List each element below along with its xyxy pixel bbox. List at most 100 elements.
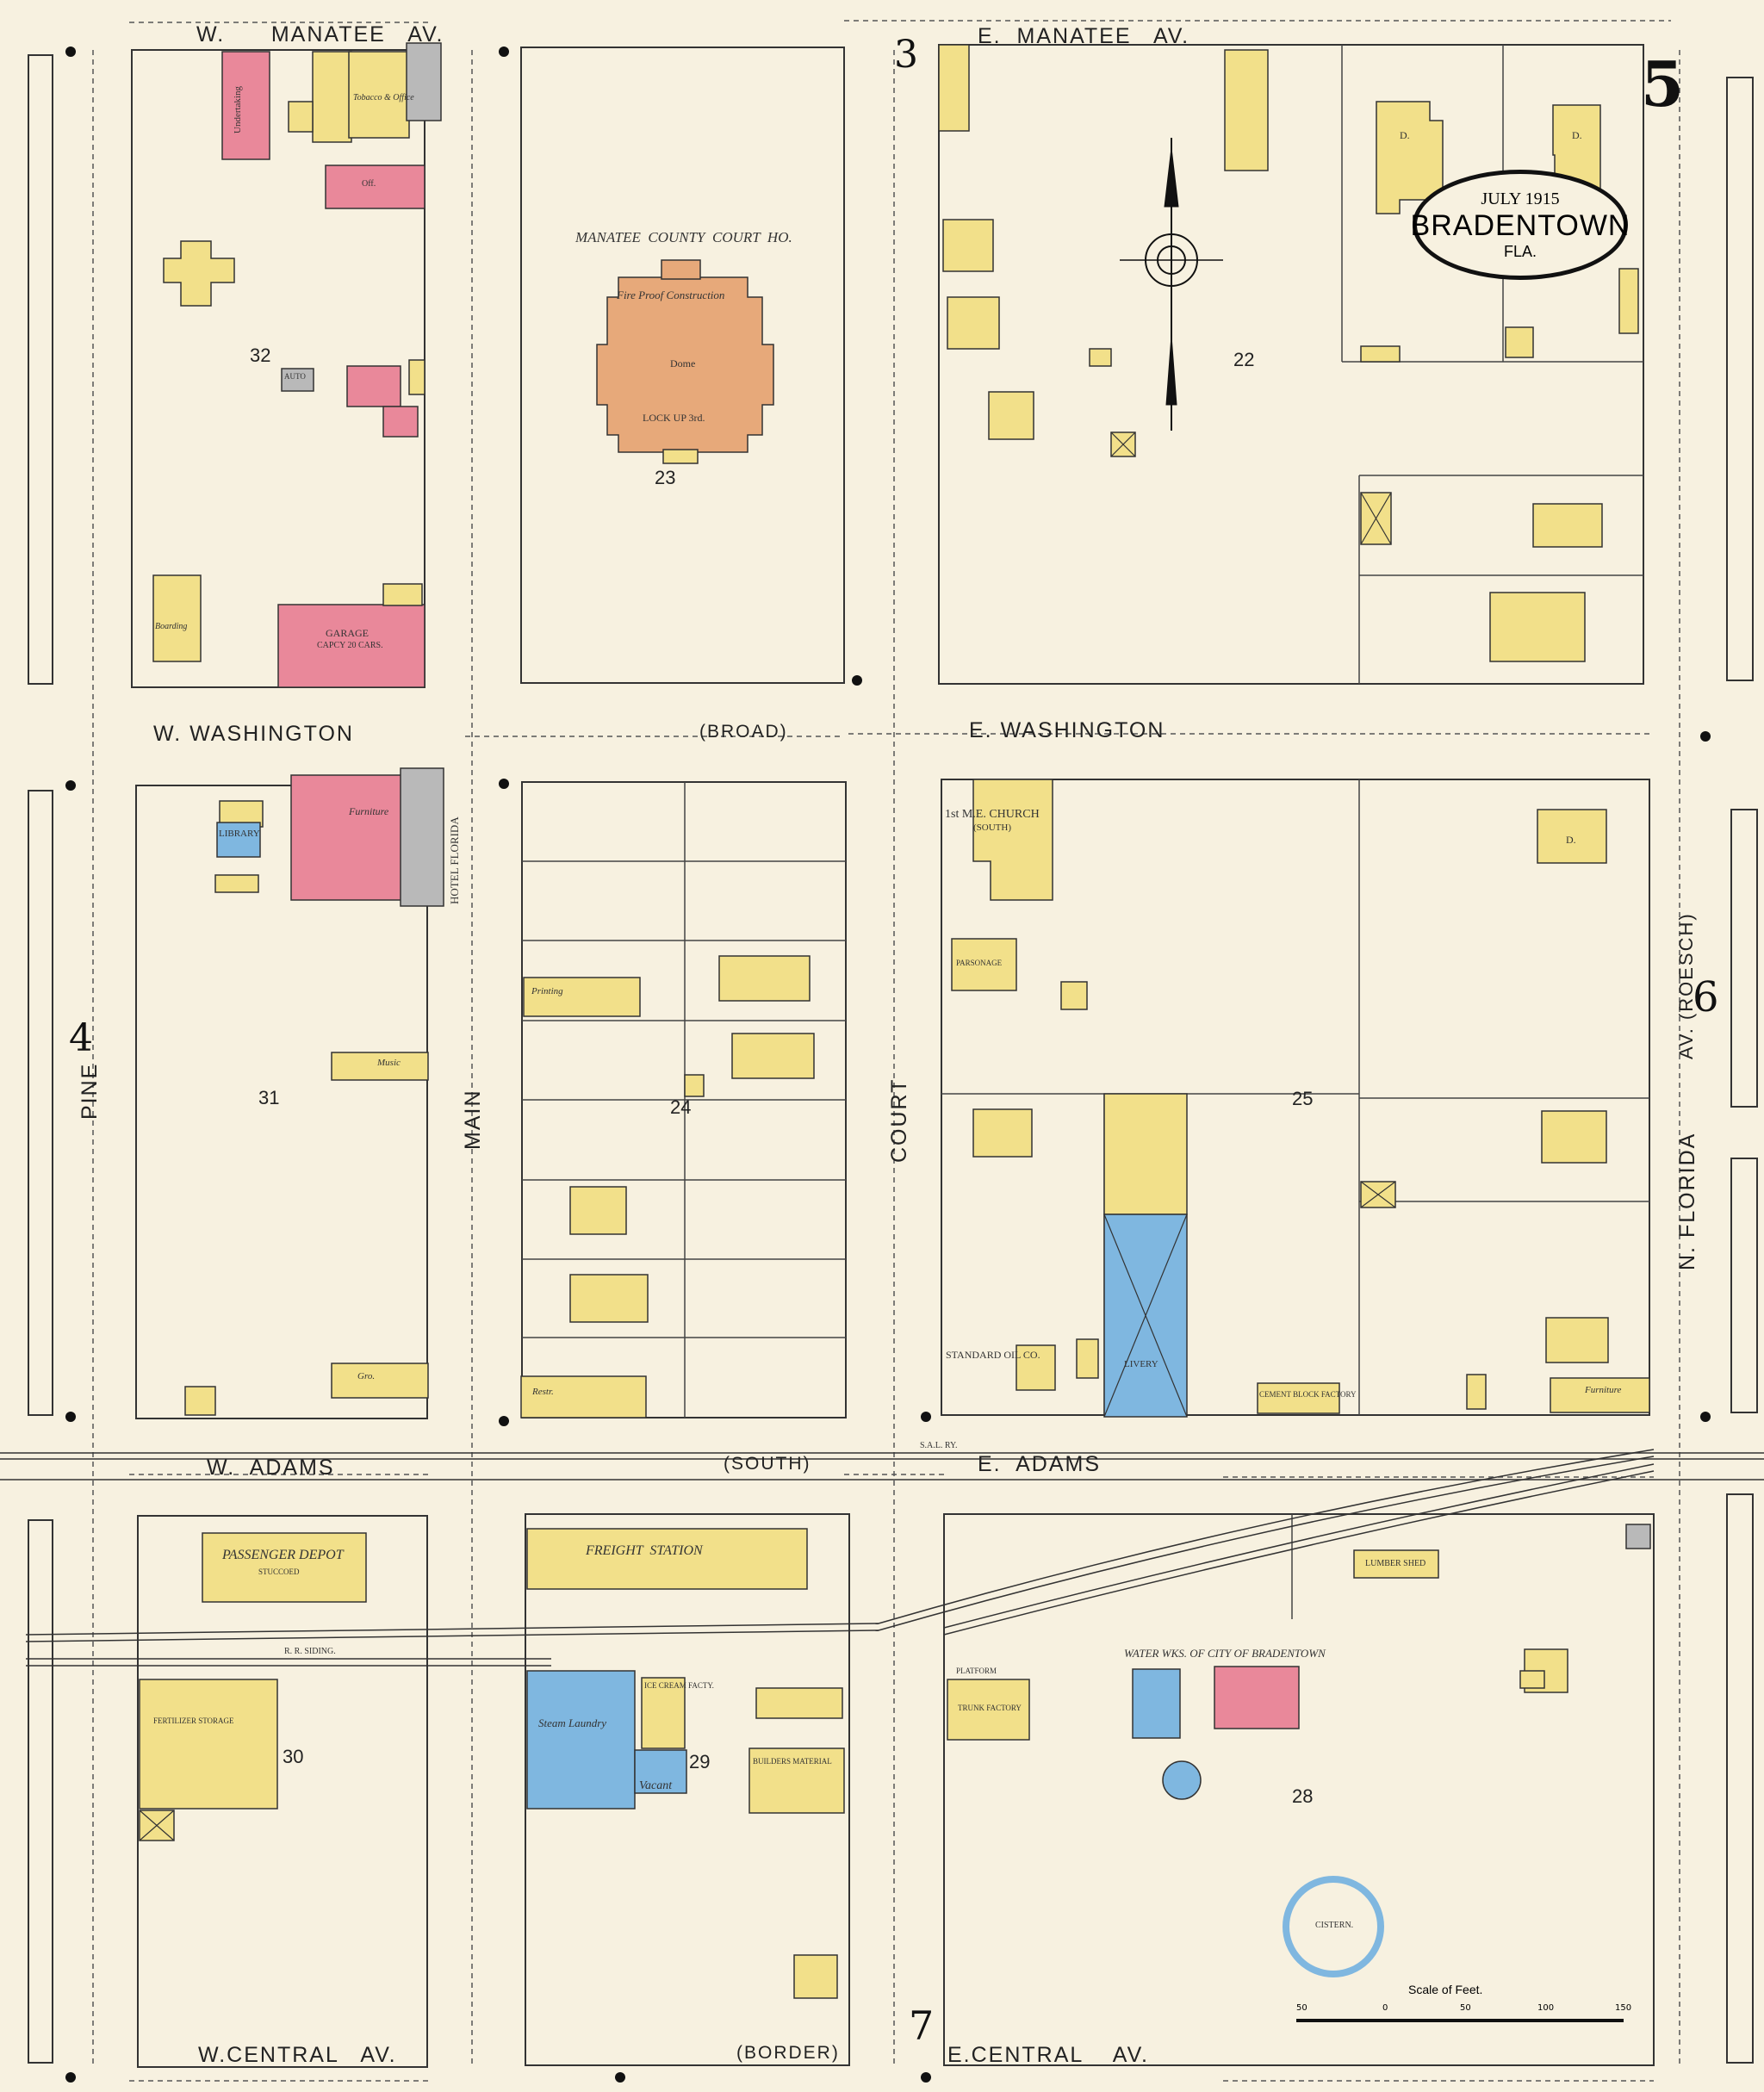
street-roesch: AV. (ROESCH)	[1675, 912, 1697, 1059]
scale-line	[1296, 2019, 1624, 2022]
label-garage: GARAGE	[326, 627, 369, 639]
sheet-number: 5	[1641, 47, 1685, 121]
auto-shed-32	[281, 368, 314, 392]
scale-tick-1: 50	[1296, 2003, 1307, 2013]
iron-clad-building-1	[755, 1687, 843, 1719]
label-water-works: WATER WKS. OF CITY OF BRADENTOWN	[1124, 1647, 1326, 1660]
label-courthouse-dome: Dome	[670, 357, 696, 369]
dwelling-22-c	[988, 391, 1034, 440]
label-cistern: CISTERN.	[1315, 1921, 1354, 1930]
auto-shed-22	[1505, 326, 1534, 358]
block-31-buildings	[184, 767, 444, 1416]
standard-oil-building	[1016, 1344, 1056, 1391]
off-building-1	[325, 165, 425, 209]
block-28-outline	[943, 1513, 1655, 2066]
label-cement-block: CEMENT BLOCK FACTORY	[1259, 1390, 1357, 1399]
label-church-south: (SOUTH)	[973, 823, 1011, 833]
label-passenger-depot: PASSENGER DEPOT	[222, 1548, 344, 1562]
street-adams-e: E. ADAMS	[978, 1452, 1102, 1476]
label-ice-cream: ICE CREAM FACTY.	[644, 1681, 714, 1690]
cement-block-factory	[1257, 1382, 1340, 1414]
street-pine: PINE	[78, 1062, 102, 1120]
vacant-building	[634, 1749, 687, 1794]
printing-building	[523, 977, 641, 1017]
shed-22-b	[1360, 345, 1401, 363]
label-standard-oil: STANDARD OIL CO.	[946, 1349, 1040, 1361]
block-number-30: 30	[283, 1746, 304, 1767]
dwelling-32	[163, 240, 235, 307]
block-30-outline	[137, 1515, 428, 2068]
garage-22	[1224, 49, 1269, 171]
label-restr: Restr.	[532, 1387, 554, 1397]
label-church: 1st M.E. CHURCH	[945, 808, 1040, 821]
dwelling-29	[793, 1954, 838, 1999]
restaurant-building	[520, 1375, 647, 1418]
ice-cream-factory	[641, 1677, 686, 1749]
right-edge-block-3	[1730, 1158, 1758, 1413]
shed-28	[1519, 1670, 1545, 1689]
block-number-32: 32	[250, 345, 271, 366]
water-works-plant	[1214, 1666, 1300, 1729]
dwelling-22-b	[947, 296, 1000, 350]
dwelling-25-b	[1537, 809, 1607, 864]
street-adams-south: (SOUTH)	[724, 1454, 811, 1474]
label-gro: Gro.	[357, 1371, 376, 1381]
shed-crosses	[139, 431, 1396, 1841]
block-outlines	[28, 44, 1758, 2068]
street-manatee-e: E. MANATEE AV.	[978, 24, 1190, 48]
block-23-outline	[520, 47, 845, 684]
dwelling-24-a	[718, 955, 811, 1002]
adjacent-sheet-top: 3	[894, 33, 918, 77]
garage-building	[277, 604, 425, 688]
street-washington-broad: (BROAD)	[699, 722, 788, 742]
livery-frame	[1103, 1093, 1188, 1215]
frame-22-a	[938, 44, 970, 132]
library-building	[216, 822, 261, 858]
builders-material-building	[748, 1747, 845, 1814]
compass-rose	[1120, 138, 1223, 431]
left-edge-block-3	[28, 1519, 53, 2064]
label-rr-siding: R. R. SIDING.	[284, 1647, 336, 1656]
label-dwelling-22-e: D.	[1572, 129, 1582, 141]
scale-tick-3: 50	[1460, 2003, 1471, 2013]
adjacent-sheet-left: 4	[69, 1016, 93, 1060]
garage-annex	[382, 583, 423, 606]
right-edge-block-4	[1726, 1493, 1754, 2064]
title-city: BRADENTOWN	[1410, 208, 1630, 242]
dwelling-24-b	[731, 1033, 815, 1079]
label-courthouse-construction: Fire Proof Construction	[617, 289, 725, 301]
parsonage-building	[951, 938, 1017, 991]
street-central-w: W.CENTRAL AV.	[198, 2043, 397, 2067]
shed-31-b	[184, 1386, 216, 1416]
label-builders-material: BUILDERS MATERIAL	[753, 1757, 832, 1766]
water-tower	[1162, 1760, 1202, 1800]
furniture-e-building	[1550, 1377, 1650, 1413]
label-platform: PLATFORM	[956, 1667, 997, 1675]
label-boarding: Boarding	[155, 622, 188, 631]
courthouse-steps	[662, 449, 699, 464]
label-undertaking: Undertaking	[233, 86, 243, 133]
label-furniture: Furniture	[349, 805, 389, 817]
label-tobacco: Tobacco & Office	[353, 93, 414, 102]
label-stucco: STUCCOED	[258, 1567, 300, 1576]
title-state: FLA.	[1503, 242, 1537, 260]
label-music: Music	[377, 1058, 401, 1068]
small-iron-28	[1625, 1524, 1651, 1549]
label-trunk-factory: TRUNK FACTORY	[958, 1704, 1022, 1712]
dwelling-22-a	[942, 219, 994, 272]
scale-tick-5: 150	[1615, 2003, 1632, 2013]
left-edge-block-2	[28, 790, 53, 1416]
block-32-buildings	[152, 42, 442, 688]
boarding-building	[152, 574, 202, 662]
cistern	[1283, 1876, 1384, 1977]
block-number-23: 23	[655, 467, 676, 488]
fertilizer-building	[139, 1679, 278, 1810]
block-number-22: 22	[1233, 349, 1255, 370]
label-furniture-e: Furniture	[1585, 1385, 1622, 1395]
block-number-28: 28	[1292, 1785, 1314, 1807]
label-livery: LIVERY	[1124, 1359, 1158, 1369]
dwelling-25-a	[972, 1108, 1033, 1158]
label-lumber-shed: LUMBER SHED	[1365, 1559, 1426, 1568]
street-n-florida: N. FLORIDA	[1675, 1132, 1699, 1270]
